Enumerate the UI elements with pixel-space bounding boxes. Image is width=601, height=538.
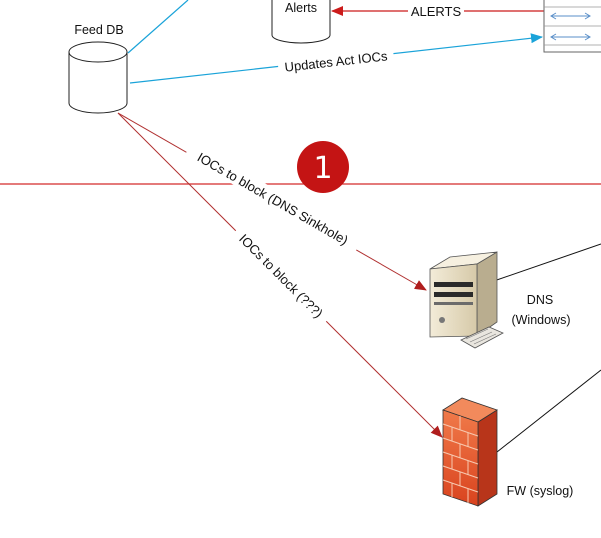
alerts-label: Alerts <box>285 1 317 15</box>
step-badge-number: 1 <box>313 151 332 186</box>
alerts-edge-label: ALERTS <box>411 4 462 19</box>
dns-uplink-line <box>487 243 601 284</box>
alerts-store: Alerts <box>271 0 331 44</box>
dns-sublabel: (Windows) <box>511 313 570 327</box>
feed-db-upstream-line <box>127 0 189 54</box>
fw-label: FW (syslog) <box>507 484 574 498</box>
database-icon <box>271 0 331 44</box>
updates-label-bg <box>277 45 395 76</box>
feed-db-label: Feed DB <box>74 23 123 37</box>
dns-block-label-bg <box>184 141 363 255</box>
fw-block-label-bg <box>230 223 334 327</box>
firewall-icon <box>442 397 498 507</box>
step-badge: 1 <box>297 141 349 193</box>
fw-block-edge-label: IOCs to block (???) <box>236 231 326 321</box>
alerts-label-bg <box>408 2 464 19</box>
dns-label: DNS <box>527 293 553 307</box>
database-icon <box>68 41 128 114</box>
step-badge-circle <box>297 141 349 193</box>
server-icon <box>429 251 504 349</box>
fw-uplink-line <box>496 369 601 453</box>
event-list-icon <box>543 0 601 53</box>
